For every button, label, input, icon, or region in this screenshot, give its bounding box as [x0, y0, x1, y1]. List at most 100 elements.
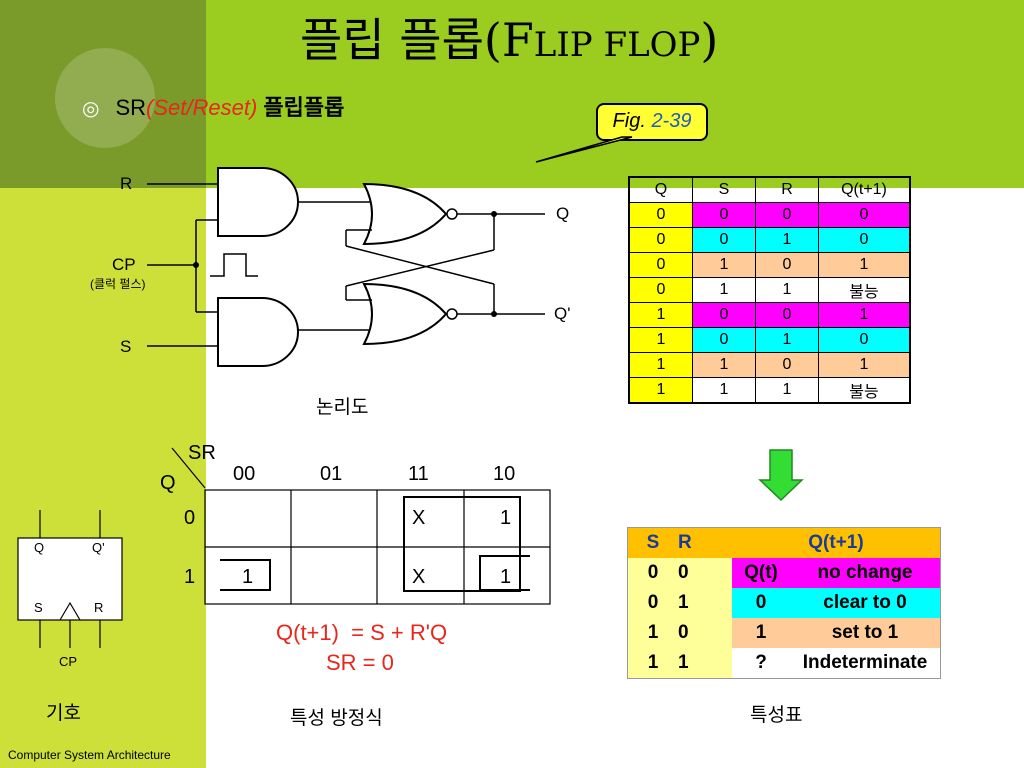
bullet-italic: (Set/Reset) [146, 95, 258, 120]
logic-diagram-caption: 논리도 [316, 397, 369, 418]
and-gate-bottom [217, 297, 299, 367]
kmap-sr-label: SR [188, 442, 216, 464]
truth-cell: 1 [692, 252, 756, 278]
kmap-group-wrap-left [220, 559, 271, 591]
kmap-cell-1-11: X [412, 566, 426, 588]
char-cell-r: 0 [678, 558, 732, 588]
label-r: R [120, 174, 133, 193]
bullet-prefix: SR [115, 95, 147, 120]
truth-cell: 0 [755, 202, 819, 228]
background-left-panel [0, 188, 206, 768]
bullet-suffix: 플립플롭 [263, 95, 345, 120]
kmap-col-00: 00 [233, 463, 256, 485]
char-cell-desc: clear to 0 [790, 588, 941, 618]
characteristic-equation: Q(t+1) = S + R'Q [276, 620, 448, 645]
nor-gate-bottom [362, 282, 448, 346]
truth-cell: 1 [755, 327, 819, 353]
char-cell-s: 1 [627, 618, 678, 648]
truth-cell: 0 [755, 302, 819, 328]
truth-cell: 0 [692, 202, 756, 228]
truth-cell: 0 [818, 227, 911, 253]
title-hangul: 플립 플롭 [300, 13, 484, 67]
symbol-cp: CP [59, 654, 78, 669]
char-cell-q: ? [732, 648, 790, 679]
char-cell-desc: Indeterminate [790, 648, 941, 679]
decorative-circle [55, 48, 155, 148]
figure-label: Fig. [612, 110, 646, 132]
clock-pulse-icon [210, 253, 258, 277]
kmap-cell-1-00: 1 [242, 566, 254, 588]
char-cell-s: 1 [627, 648, 678, 679]
title-f: F [501, 13, 534, 67]
and-gate-top [217, 167, 299, 237]
slide-title: 플립 플롭(FLIP FLOP) [300, 4, 718, 70]
truth-cell: 불능 [818, 277, 911, 303]
char-table-caption: 특성표 [750, 705, 803, 726]
truth-header-q: Q [628, 176, 693, 203]
callout-pointer [535, 136, 633, 163]
truth-cell: 1 [755, 377, 819, 404]
background-top-left [0, 0, 206, 188]
junction-cp [193, 262, 199, 268]
bullet-icon: ◎ [82, 98, 100, 120]
char-cell-r: 1 [678, 648, 732, 679]
char-table-header: S R Q(t+1) [627, 527, 941, 558]
char-cell-s: 0 [627, 558, 678, 588]
clock-triangle-icon [59, 601, 81, 621]
truth-cell: 1 [755, 227, 819, 253]
truth-cell: 1 [692, 377, 756, 404]
label-qprime: Q' [554, 304, 571, 323]
truth-cell: 불능 [818, 377, 911, 404]
truth-cell: 1 [692, 277, 756, 303]
truth-cell: 1 [755, 277, 819, 303]
truth-cell: 1 [628, 352, 693, 378]
figure-number: 2-39 [651, 110, 692, 132]
char-header-s: S [646, 532, 660, 553]
truth-cell: 1 [818, 352, 911, 378]
kmap-cell-1-10: 1 [500, 566, 512, 588]
kmap-cell-0-11: X [412, 507, 426, 529]
truth-cell: 1 [628, 302, 693, 328]
kmap-row-0: 0 [184, 507, 196, 529]
char-header-qt1: Q(t+1) [808, 532, 864, 553]
char-cell-q: 1 [732, 618, 790, 648]
kmap-diagonal [171, 447, 206, 489]
kmap-col-01: 01 [320, 463, 343, 485]
char-cell-q: Q(t) [732, 558, 790, 588]
truth-cell: 0 [692, 227, 756, 253]
title-paren-open: ( [483, 13, 502, 67]
truth-header-qt1: Q(t+1) [818, 176, 911, 203]
truth-cell: 0 [818, 327, 911, 353]
kmap-col-11: 11 [408, 463, 429, 485]
down-arrow-icon [758, 449, 804, 502]
truth-cell: 1 [818, 252, 911, 278]
truth-cell: 0 [755, 252, 819, 278]
constraint-equation: SR = 0 [326, 650, 394, 675]
kmap-col-10: 10 [493, 463, 516, 485]
char-cell-desc: no change [790, 558, 941, 588]
title-paren-close: ) [700, 13, 719, 67]
truth-cell: 0 [628, 277, 693, 303]
truth-cell: 0 [692, 327, 756, 353]
char-cell-q: 0 [732, 588, 790, 618]
label-q: Q [556, 204, 570, 223]
kmap-q-label: Q [160, 472, 176, 494]
truth-cell: 0 [628, 202, 693, 228]
char-cell-desc: set to 1 [790, 618, 941, 648]
truth-cell: 0 [692, 302, 756, 328]
symbol-caption: 기호 [46, 703, 81, 724]
bullet-item: ◎ SR(Set/Reset) 플립플롭 [82, 90, 344, 122]
truth-cell: 1 [628, 327, 693, 353]
